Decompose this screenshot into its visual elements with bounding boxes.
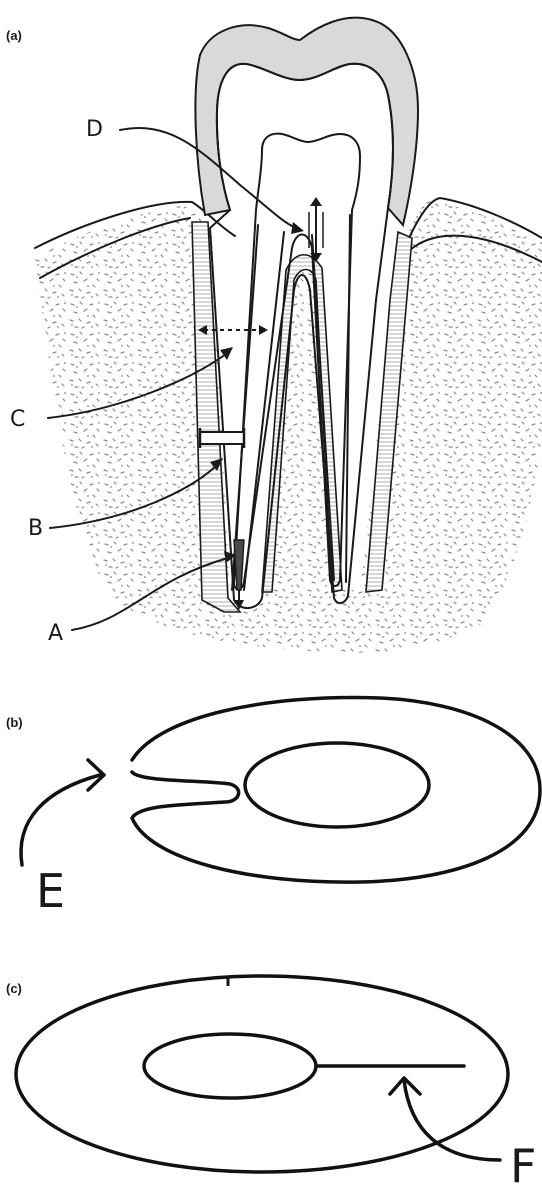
panel-b-label: (b) [6,715,23,730]
canal-oval-c [144,1034,316,1098]
callout-d: D [86,117,103,142]
left-canal-wall-outer [232,225,258,590]
enamel-crown [195,18,418,225]
callout-e: E [36,864,65,918]
marker-a-tip [234,540,244,610]
callout-c: C [10,407,25,432]
panel-a: (a) [6,18,542,653]
leader-d-head [291,222,304,234]
root-cross-section-outer [132,698,540,883]
callout-a: A [48,621,63,646]
marker-b-band [200,428,244,448]
panel-a-label: (a) [6,28,22,43]
panel-b: (b) E [6,698,540,918]
callout-f: F [510,1139,536,1193]
panel-c: (c) F [6,976,536,1193]
canal-oval-b [245,743,429,827]
marker-d-arrow [309,197,323,262]
panel-c-label: (c) [6,981,22,996]
callout-b: B [28,516,43,541]
